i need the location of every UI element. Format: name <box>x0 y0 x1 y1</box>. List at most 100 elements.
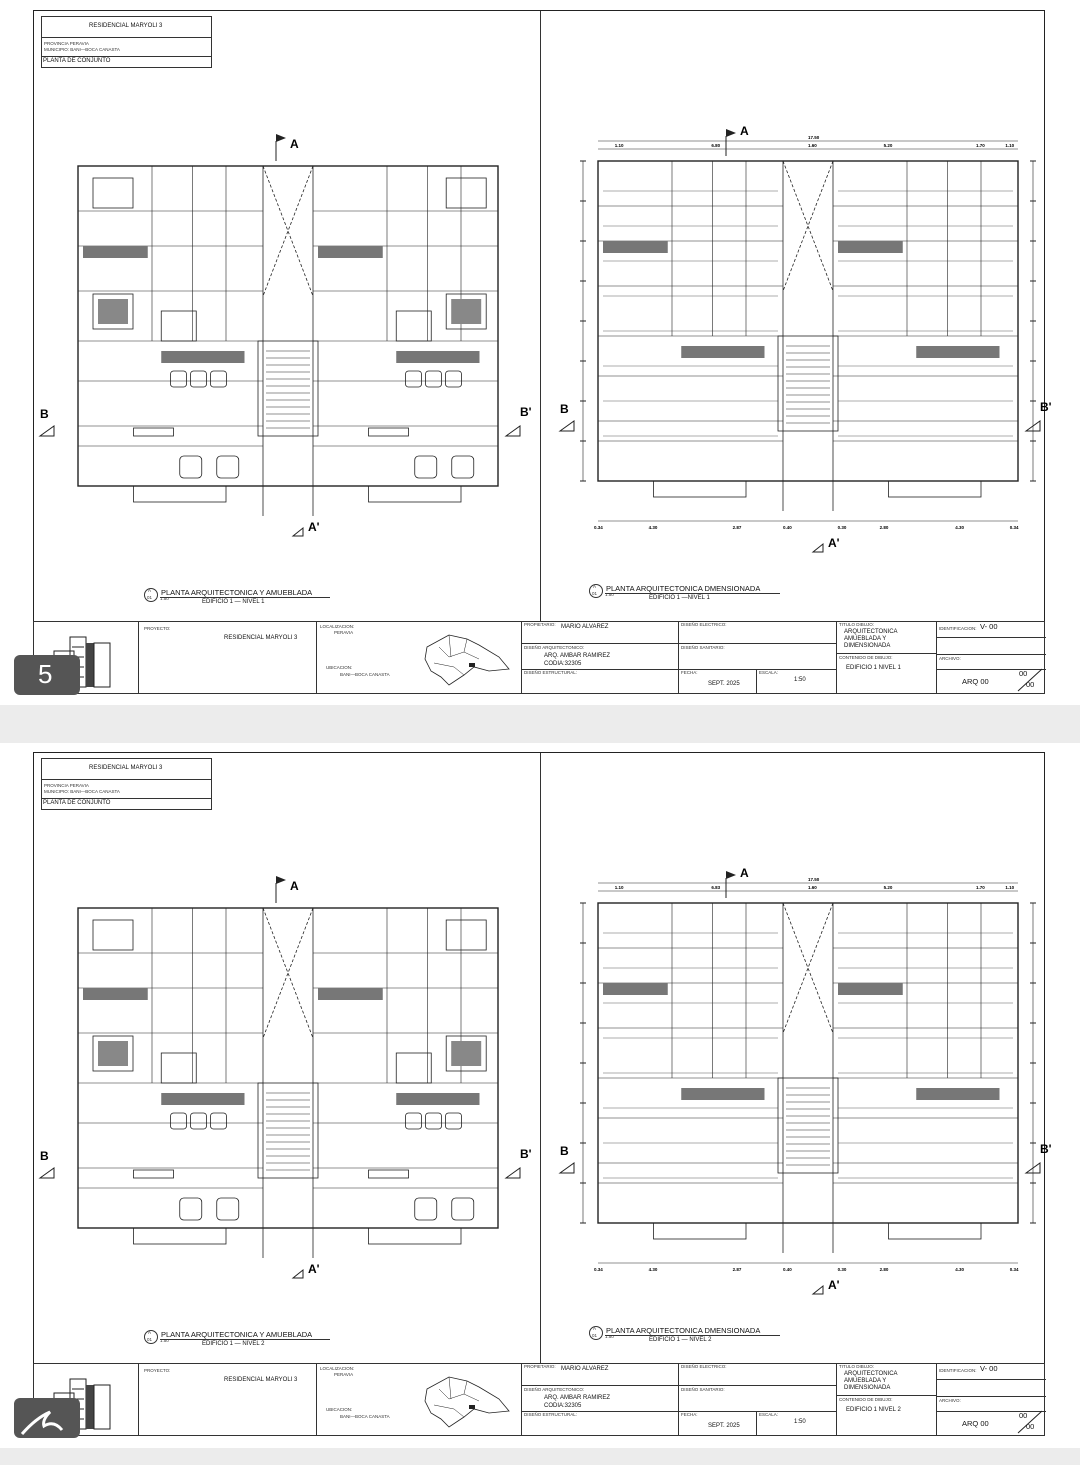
viewer-gap <box>0 705 1080 743</box>
escala-value: 1:50 <box>794 677 806 683</box>
sofa-icon <box>190 1112 207 1130</box>
dimension-label: 4.30 <box>649 525 658 530</box>
codia-value: CODIA:32305 <box>544 1403 582 1409</box>
section-mark-b-prime: B' <box>1040 1142 1052 1156</box>
armchair-icon <box>216 1197 240 1221</box>
exterior-wall <box>77 165 499 487</box>
location-map-icon <box>424 634 510 686</box>
sofa-icon <box>445 370 462 388</box>
dimension-label: 2.87 <box>733 525 742 530</box>
dimension-label: 1.70 <box>976 885 985 890</box>
titulo-line: AMUEBLADA Y <box>844 636 887 642</box>
detail-scale: 1:50 <box>605 592 614 597</box>
dining-table-icon <box>368 1169 409 1179</box>
localizacion-label: LOCALIZACION: <box>320 624 355 629</box>
window-hatch <box>396 351 480 363</box>
viewer-gap <box>0 1448 1080 1465</box>
balcony <box>888 1222 982 1240</box>
sofa-icon <box>190 370 207 388</box>
detail-scale: 1:50 <box>160 596 169 601</box>
propietario-label: PROPIETARIO: <box>524 1364 556 1369</box>
plan-right-subcaption: EDIFICIO 1 —NIVEL 1 <box>649 595 710 601</box>
dimension-label: 4.30 <box>649 1267 658 1272</box>
armchair-icon <box>451 455 475 479</box>
window-hatch <box>161 1093 245 1105</box>
exterior-wall <box>597 160 1019 482</box>
dimension-label: 1.60 <box>808 143 817 148</box>
sofa-icon <box>425 370 442 388</box>
window-hatch <box>396 1093 480 1105</box>
arq-label: DISEÑO ARQUITECTONICO: <box>524 645 585 650</box>
window-hatch <box>603 241 668 253</box>
section-mark-a-prime: A' <box>308 520 320 534</box>
window-hatch <box>83 246 148 258</box>
section-arrow-icon <box>811 542 824 553</box>
plan-right-caption: PLANTA ARQUITECTONICA DMENSIONADA <box>606 1326 761 1335</box>
section-arrow-icon <box>504 425 521 437</box>
bed-icon <box>92 177 134 209</box>
detail-ref-letter: A <box>148 1330 152 1335</box>
section-mark-b-prime: B' <box>520 405 532 419</box>
section-mark-a-prime: A' <box>828 536 840 550</box>
plan-left-caption: PLANTA ARQUITECTONICA Y AMUEBLADA <box>161 1330 313 1339</box>
detail-ref-bubble <box>589 1326 603 1340</box>
balcony <box>368 485 462 503</box>
void-line <box>262 907 314 1039</box>
armchair-icon <box>414 1197 438 1221</box>
detail-scale: 1:50 <box>605 1334 614 1339</box>
dimension-label-total: 17.50 <box>808 135 820 140</box>
propietario-label: PROPIETARIO: <box>524 622 556 627</box>
localizacion-label: LOCALIZACION: <box>320 1366 355 1371</box>
project-info-box <box>41 758 212 810</box>
info-planta: PLANTA DE CONJUNTO <box>43 800 111 806</box>
ubicacion-value: BANI—BOCA CANASTA <box>340 672 390 677</box>
estructural-label: DISEÑO ESTRUCTURAL: <box>524 670 578 675</box>
dimension-label: 0.34 <box>594 1267 603 1272</box>
balcony <box>133 485 227 503</box>
propietario-value: MARIO ALVAREZ <box>561 1366 609 1372</box>
section-mark-a-prime: A' <box>308 1262 320 1276</box>
identificacion-label: IDENTIFICACION: <box>939 1368 977 1373</box>
bed-icon <box>160 1052 197 1084</box>
dimension-label: 6.80 <box>711 143 720 148</box>
hoja-value: ARQ 00 <box>962 1419 989 1428</box>
info-title: RESIDENCIAL MARYOLI 3 <box>89 23 163 29</box>
window-hatch <box>318 988 383 1000</box>
hoja-total: 00 <box>1026 1422 1035 1431</box>
sofa-icon <box>425 1112 442 1130</box>
propietario-value: MARIO ALVAREZ <box>561 624 609 630</box>
electrico-label: DISEÑO ELECTRICO: <box>681 1364 727 1369</box>
dimension-label: 0.30 <box>838 525 847 530</box>
detail-ref-sheet: 01 <box>147 595 153 600</box>
info-planta: PLANTA DE CONJUNTO <box>43 58 111 64</box>
dimension-label: 0.34 <box>1010 1267 1019 1272</box>
dimension-label: 2.87 <box>733 1267 742 1272</box>
hoja-num: 00 <box>1019 1411 1028 1420</box>
section-flag-icon <box>276 134 286 142</box>
bed-icon <box>395 1052 432 1084</box>
armchair-icon <box>179 1197 203 1221</box>
codia-value: CODIA:32305 <box>544 661 582 667</box>
void-line <box>262 165 314 297</box>
detail-ref-bubble <box>144 1330 158 1344</box>
exterior-wall <box>597 902 1019 1224</box>
plan-left-subcaption: EDIFICIO 1 — NIVEL 2 <box>202 1341 265 1347</box>
bed-icon <box>92 1035 134 1072</box>
section-mark-a: A <box>740 124 749 138</box>
escala-label: ESCALA: <box>759 670 779 675</box>
titulo-label: TITULO DIBUJO: <box>839 622 875 627</box>
project-info-box <box>41 16 212 68</box>
hoja-total: 00 <box>1026 680 1035 689</box>
archivo-label: ARCHIVO: <box>939 656 961 661</box>
section-arrow-icon <box>558 420 575 432</box>
drawing-sheet-2: RESIDENCIAL MARYOLI 3 PROVINCIA PERAVIA … <box>33 752 1052 1436</box>
window-hatch <box>318 246 383 258</box>
titulo-line: ARQUITECTONICA <box>844 629 898 635</box>
dimension-label: 5.20 <box>884 143 893 148</box>
window-hatch <box>838 983 903 995</box>
ubicacion-label: UBICACION: <box>326 665 353 670</box>
bed-cover <box>451 299 482 324</box>
dimension-label: 5.20 <box>884 885 893 890</box>
void-line <box>262 165 314 297</box>
